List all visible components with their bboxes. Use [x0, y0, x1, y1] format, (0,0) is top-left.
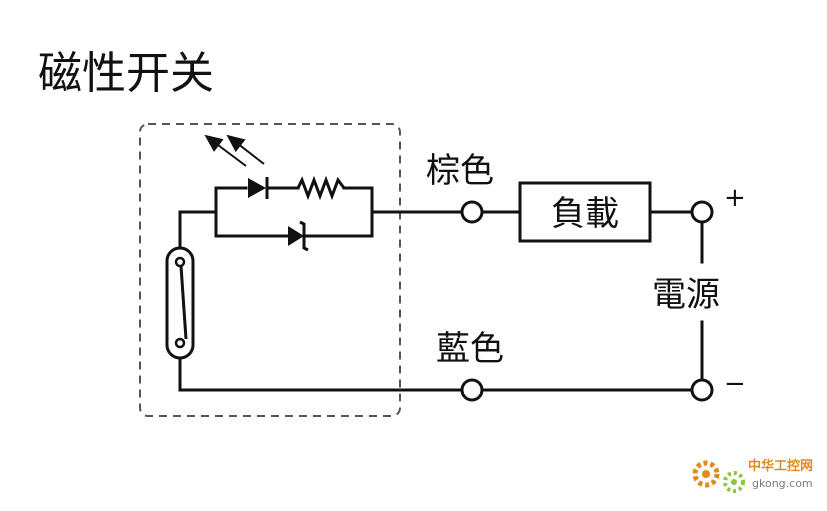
brown-wire-label: 棕色 [426, 151, 494, 191]
plus-sign: + [724, 183, 746, 213]
positive-terminal [690, 200, 714, 224]
blue-wire-label: 藍色 [436, 329, 504, 369]
diagram-title: 磁性开关 [38, 48, 214, 99]
circuit-wires [178, 186, 704, 392]
load-label: 負載 [551, 194, 619, 234]
watermark-url: gkong.com [752, 477, 813, 490]
blue-wire-terminal [460, 378, 484, 402]
load-box [518, 181, 652, 243]
led-symbol [204, 134, 269, 199]
watermark-name: 中华工控网 [748, 458, 813, 474]
watermark-logo: 中华工控网 gkong.com [692, 458, 813, 493]
negative-terminal [690, 378, 714, 402]
power-source-label: 電源 [652, 275, 720, 315]
reed-switch [165, 246, 195, 360]
switch-enclosure [139, 123, 401, 417]
minus-sign: − [724, 369, 746, 399]
zener-diode-symbol [288, 220, 309, 252]
brown-wire-terminal [460, 200, 484, 224]
resistor-symbol [296, 175, 346, 201]
